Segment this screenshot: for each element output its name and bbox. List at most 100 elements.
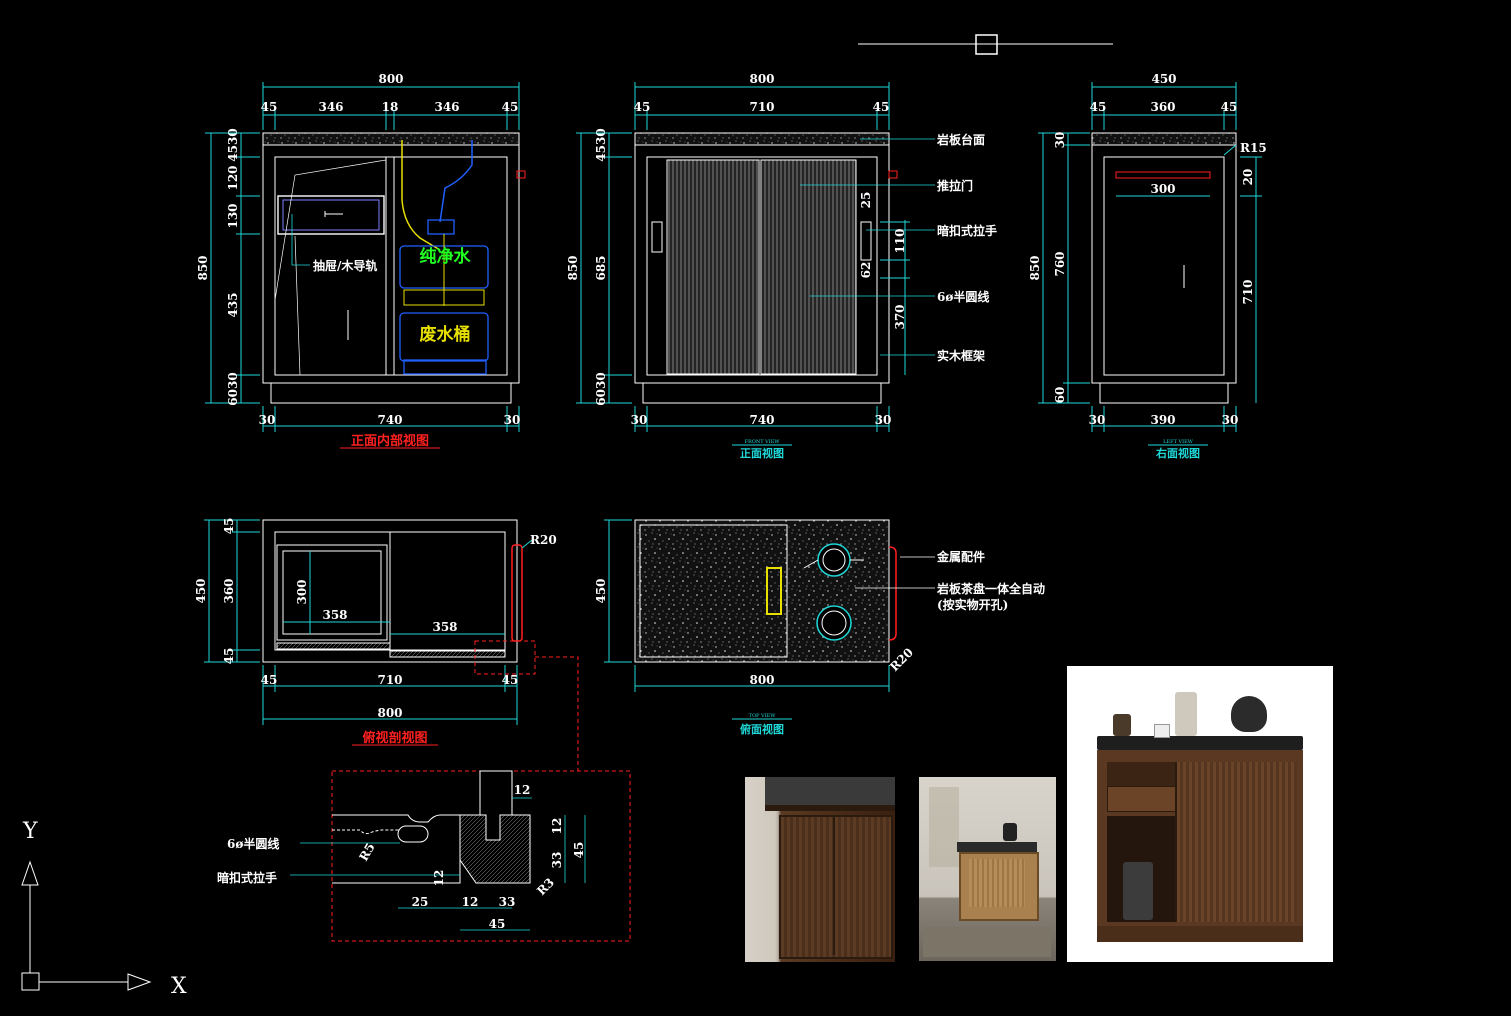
dim: 12 xyxy=(462,895,479,909)
dim: 370 xyxy=(893,304,907,329)
dim: 760 xyxy=(1053,251,1067,276)
dim: 62 xyxy=(859,262,873,279)
photo-cabinet-product xyxy=(1067,666,1333,962)
dim: 45 xyxy=(873,100,890,114)
dim: 130 xyxy=(226,203,240,228)
dim: 45 xyxy=(502,100,519,114)
dim: 800 xyxy=(749,673,774,687)
dim: 346 xyxy=(434,100,459,114)
drawer-rail-label: 抽屉/木导轨 xyxy=(313,258,377,273)
dim: 435 xyxy=(226,292,240,317)
dim: 120 xyxy=(226,165,240,190)
dim: 300 xyxy=(1150,182,1175,196)
dim: 6030 xyxy=(226,372,240,405)
dim: R20 xyxy=(530,533,557,547)
dim: R15 xyxy=(1240,141,1267,155)
caption-top-view-en: TOP VIEW xyxy=(749,713,777,719)
dim: R20 xyxy=(887,645,916,674)
dim: 45 xyxy=(222,518,236,535)
top-view: 金属配件 岩板茶盘一体全自动 (按实物开孔) R20 450 800 TOP V… xyxy=(594,519,1045,736)
dim: 30 xyxy=(259,413,276,427)
plan-section-view: 300 358 358 R20 450 45 360 45 45 710 45 … xyxy=(194,518,579,771)
dim: 45 xyxy=(634,100,651,114)
dim: 33 xyxy=(499,895,516,909)
ucs-icon xyxy=(21,860,152,991)
caption-front-inner-view: 正面内部视图 xyxy=(351,433,429,449)
dim-right-height: 850 xyxy=(1028,255,1042,280)
dim: 45 xyxy=(261,673,278,687)
dim: 30 xyxy=(504,413,521,427)
dim: 360 xyxy=(1150,100,1175,114)
dim: 12 xyxy=(514,783,531,797)
dim: 45 xyxy=(1221,100,1238,114)
caption-right-view: 右面视图 xyxy=(1155,446,1200,460)
dim: 710 xyxy=(749,100,774,114)
pure-water-label: 纯净水 xyxy=(420,246,472,267)
dim: 358 xyxy=(322,608,347,622)
caption-right-view-en: LEFT VIEW xyxy=(1163,439,1194,445)
dim: 45 xyxy=(261,100,278,114)
dim: 450 xyxy=(194,578,208,603)
dim: 740 xyxy=(749,413,774,427)
dim: 60 xyxy=(1053,387,1067,404)
detail-view: 6ø半圆线 暗扣式拉手 12 12 33 45 R5 12 25 12 33 4… xyxy=(217,770,631,942)
dim: 25 xyxy=(859,192,873,209)
dim: 360 xyxy=(222,578,236,603)
dim: 450 xyxy=(594,578,608,603)
callout-tea-tray: 岩板茶盘一体全自动 xyxy=(936,581,1045,596)
detail-callout-half-round: 6ø半圆线 xyxy=(227,836,279,851)
callout-hidden-handle: 暗扣式拉手 xyxy=(937,223,997,238)
photo-cabinet-room xyxy=(919,777,1056,961)
dim: 800 xyxy=(377,706,402,720)
callout-metal-fitting: 金属配件 xyxy=(936,549,985,564)
dim: 30 xyxy=(1089,413,1106,427)
dim: 346 xyxy=(318,100,343,114)
dim: 30 xyxy=(1053,132,1067,149)
dim: 45 xyxy=(572,842,586,859)
callout-sliding-door: 推拉门 xyxy=(937,178,973,193)
dim: 300 xyxy=(295,579,309,604)
waste-bucket-label: 废水桶 xyxy=(420,324,471,345)
dim: 18 xyxy=(382,100,399,114)
callout-half-round: 6ø半圆线 xyxy=(937,289,989,304)
dim: 20 xyxy=(1241,169,1255,186)
dim: 25 xyxy=(412,895,429,909)
dim: 358 xyxy=(432,620,457,634)
dim: 33 xyxy=(550,852,564,869)
dim: 740 xyxy=(377,413,402,427)
dim: 710 xyxy=(1241,279,1255,304)
front-inner-view: 纯净水 废水桶 抽屉/木导轨 800 45 346 18 346 45 30 7… xyxy=(196,72,526,449)
view-cube-indicator[interactable] xyxy=(858,34,1113,55)
photo-cabinet-closeup xyxy=(745,777,895,962)
dim: 30 xyxy=(875,413,892,427)
dim: 390 xyxy=(1150,413,1175,427)
dim-front-height: 850 xyxy=(566,255,580,280)
dim: 45 xyxy=(1090,100,1107,114)
caption-top-view: 俯面视图 xyxy=(740,722,784,736)
caption-front-view: 正面视图 xyxy=(740,446,784,460)
dim: 30 xyxy=(631,413,648,427)
dim: 30 xyxy=(1222,413,1239,427)
dim-front-width: 800 xyxy=(749,72,774,86)
detail-callout-hidden-handle: 暗扣式拉手 xyxy=(217,870,277,885)
dim: 45 xyxy=(489,917,506,931)
dim: 45 xyxy=(502,673,519,687)
dim: 12 xyxy=(550,818,564,835)
dim-right-depth: 450 xyxy=(1151,72,1176,86)
ucs-y-label: Y xyxy=(22,819,38,844)
dim: R3 xyxy=(534,875,557,898)
ucs-x-label: X xyxy=(171,974,187,999)
dim: 45 xyxy=(222,648,236,665)
dim-front-inner-width: 800 xyxy=(378,72,403,86)
dim: 4530 xyxy=(594,128,608,161)
dim: 12 xyxy=(432,870,446,887)
dim-front-inner-height: 850 xyxy=(196,255,210,280)
dim: 6030 xyxy=(594,372,608,405)
dim: 685 xyxy=(594,255,608,280)
dim: 4530 xyxy=(226,128,240,161)
callout-stone-top: 岩板台面 xyxy=(936,132,985,147)
front-view: 岩板台面 推拉门 暗扣式拉手 6ø半圆线 实木框架 25 110 62 370 … xyxy=(566,72,997,460)
caption-plan-section: 俯视剖视图 xyxy=(362,730,427,746)
dim: 710 xyxy=(377,673,402,687)
